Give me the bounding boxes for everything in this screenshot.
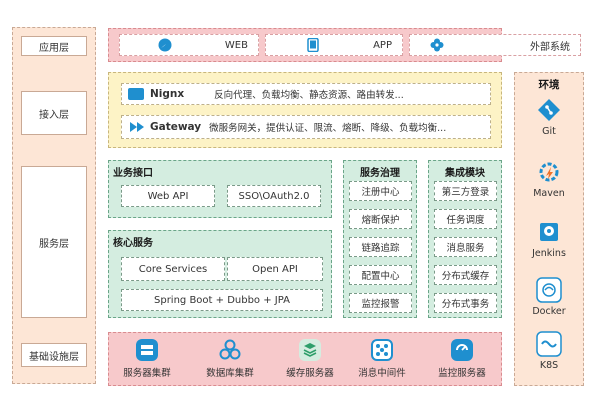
infra-layer-panel: 服务器集群 数据库集群 缓存服务器 消息中间件 监控服务器 <box>108 332 502 386</box>
nginx-row: Nignx 反向代理、负载均衡、静态资源、路由转发... <box>121 83 491 105</box>
sso-oauth-box: SSO\OAuth2.0 <box>227 185 321 207</box>
task-scheduling: 任务调度 <box>434 209 497 229</box>
core-services-panel: 核心服务 Core Services Open API Spring Boot … <box>108 230 332 318</box>
open-api-box: Open API <box>227 257 323 281</box>
docker-label: Docker <box>532 306 566 317</box>
env-maven: Maven <box>515 159 583 199</box>
nginx-desc: 反向代理、负载均衡、静态资源、路由转发... <box>214 90 404 101</box>
message-service: 消息服务 <box>434 237 497 257</box>
circuit-breaker: 熔断保护 <box>349 209 412 229</box>
layer-label-infra: 基础设施层 <box>21 343 87 367</box>
message-icon <box>371 339 393 361</box>
cache-icon <box>299 339 321 361</box>
monitor-server-label: 监控服务器 <box>438 368 486 379</box>
core-services-title: 核心服务 <box>113 238 153 249</box>
app-layer-panel: WEB APP 外部系统 <box>108 28 581 62</box>
app-label: APP <box>373 39 392 51</box>
integration-panel: 集成模块 第三方登录 任务调度 消息服务 分布式缓存 分布式事务 <box>428 160 502 318</box>
jenkins-label: Jenkins <box>532 248 566 259</box>
server-cluster: 服务器集群 <box>117 339 177 379</box>
monitor-icon <box>451 339 473 361</box>
env-docker: Docker <box>515 277 583 317</box>
tracing: 链路追踪 <box>349 237 412 257</box>
registry-center: 注册中心 <box>349 181 412 201</box>
k8s-label: K8S <box>539 360 559 371</box>
business-api-title: 业务接口 <box>113 168 153 179</box>
cache-server-label: 缓存服务器 <box>286 368 334 379</box>
message-middleware-label: 消息中间件 <box>358 368 406 379</box>
layer-label-service: 服务层 <box>21 166 87 318</box>
server-icon <box>136 339 158 361</box>
governance-panel: 服务治理 注册中心 熔断保护 链路追踪 配置中心 监控报警 <box>343 160 417 318</box>
git-label: Git <box>542 126 556 137</box>
nginx-icon <box>128 88 144 100</box>
layer-label-app: 应用层 <box>21 36 87 56</box>
jenkins-icon <box>536 219 562 245</box>
cache-server: 缓存服务器 <box>277 339 343 379</box>
web-api-box: Web API <box>121 185 215 207</box>
k8s-icon <box>536 331 562 357</box>
docker-icon <box>536 277 562 303</box>
distributed-cache: 分布式缓存 <box>434 265 497 285</box>
tablet-icon <box>306 38 320 52</box>
external-system-box: 外部系统 <box>409 34 581 56</box>
flower-icon <box>430 38 444 52</box>
monitor-server: 监控服务器 <box>429 339 495 379</box>
gateway-icon <box>128 120 146 134</box>
config-center: 配置中心 <box>349 265 412 285</box>
env-jenkins: Jenkins <box>515 219 583 259</box>
git-icon <box>536 97 562 123</box>
web-client-box: WEB <box>119 34 259 56</box>
environment-title: 环境 <box>538 79 560 91</box>
gateway-name: Gateway <box>150 121 202 133</box>
maven-label: Maven <box>533 188 565 199</box>
web-label: WEB <box>224 39 248 51</box>
gateway-desc: 微服务网关，提供认证、限流、熔断、降级、负载均衡... <box>209 123 447 134</box>
environment-panel: 环境 Git Maven Jenkins Docker K8S <box>514 72 584 386</box>
layer-label-access: 接入层 <box>21 91 87 135</box>
database-icon <box>219 339 241 361</box>
env-git: Git <box>515 97 583 137</box>
app-client-box: APP <box>265 34 403 56</box>
compass-icon <box>158 38 172 52</box>
governance-title: 服务治理 <box>360 168 400 179</box>
env-k8s: K8S <box>515 331 583 371</box>
core-services-box: Core Services <box>121 257 225 281</box>
database-cluster: 数据库集群 <box>197 339 263 379</box>
message-middleware: 消息中间件 <box>349 339 415 379</box>
gateway-row: Gateway 微服务网关，提供认证、限流、熔断、降级、负载均衡... <box>121 115 491 139</box>
monitor-alarm: 监控报警 <box>349 293 412 313</box>
access-layer-panel: Nignx 反向代理、负载均衡、静态资源、路由转发... Gateway 微服务… <box>108 72 502 148</box>
layer-column: 应用层 接入层 服务层 基础设施层 <box>12 27 96 384</box>
integration-title: 集成模块 <box>445 168 485 179</box>
distributed-transaction: 分布式事务 <box>434 293 497 313</box>
server-cluster-label: 服务器集群 <box>123 368 171 379</box>
third-party-login: 第三方登录 <box>434 181 497 201</box>
maven-icon <box>536 159 562 185</box>
business-api-panel: 业务接口 Web API SSO\OAuth2.0 <box>108 160 332 218</box>
spring-boot-box: Spring Boot + Dubbo + JPA <box>121 289 323 311</box>
external-label: 外部系统 <box>530 41 570 53</box>
nginx-name: Nignx <box>150 88 185 100</box>
database-cluster-label: 数据库集群 <box>206 368 254 379</box>
